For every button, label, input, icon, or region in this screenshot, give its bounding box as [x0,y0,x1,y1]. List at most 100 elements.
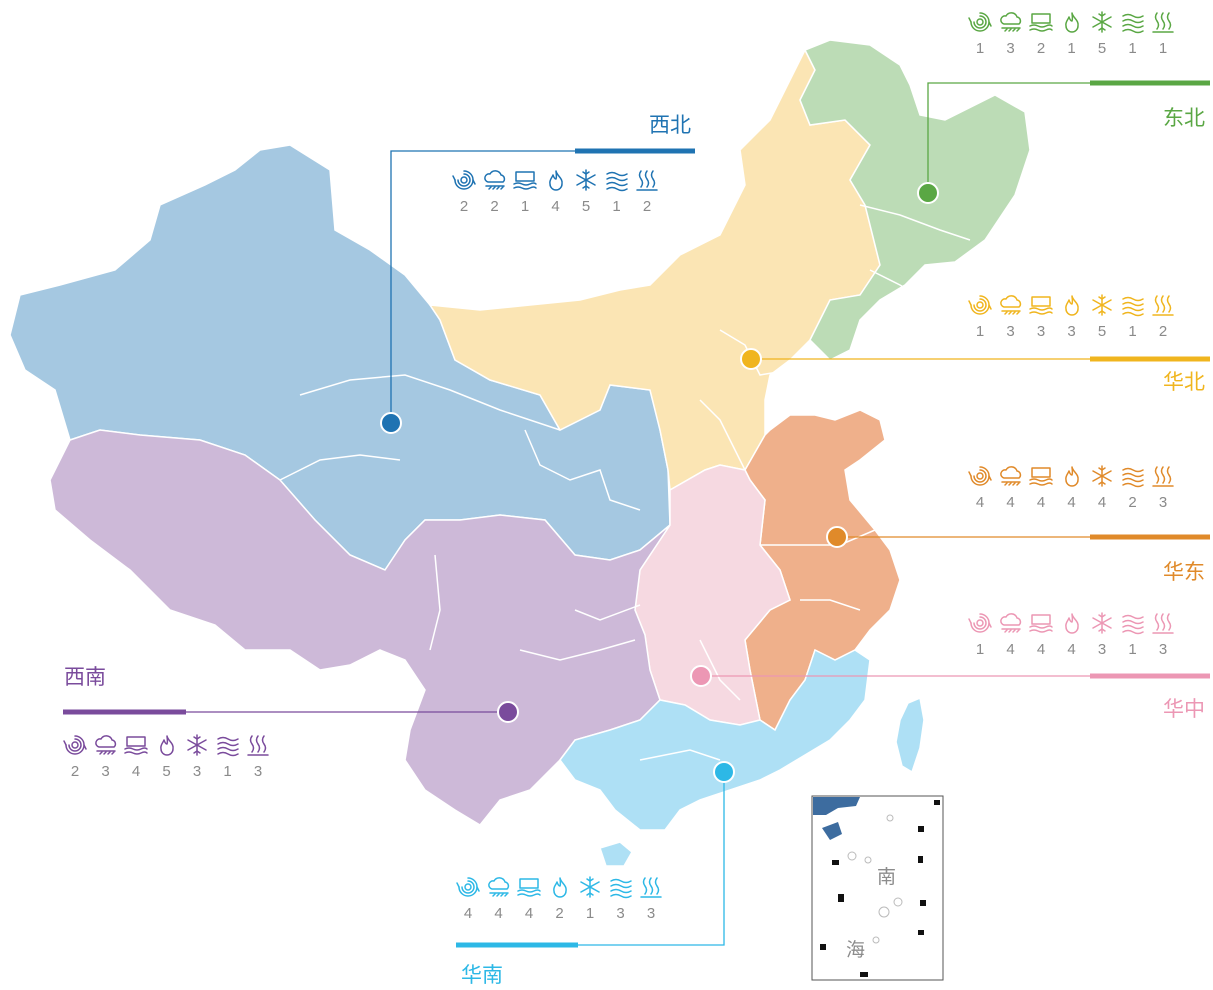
heat-icon [640,877,662,898]
hazard-cell: 1 [602,168,632,230]
hazard-score: 5 [1097,40,1107,57]
marker-huadong [826,526,848,548]
hazard-cell: 1 [213,733,243,795]
flood-icon [1029,467,1053,486]
marker-huabei [740,348,762,370]
wildfire-icon [1064,613,1079,634]
hazard-cell: 1 [965,10,995,72]
hazard-score: 1 [1128,641,1137,658]
hazard-cell: 3 [636,875,666,937]
hazard-cell: 3 [243,733,273,795]
rainstorm-icon [483,170,505,190]
wind-icon [605,171,628,192]
hazard-score: 3 [1158,641,1168,658]
hazard-score: 4 [494,905,503,922]
hazard-score: 4 [1036,494,1046,511]
hazard-score: 1 [1158,40,1168,57]
marker-xinan [497,701,519,723]
hazard-score: 2 [1128,494,1137,511]
wind-icon [609,878,632,899]
hazard-score: 2 [555,905,564,922]
heat-icon [1152,613,1174,634]
hazard-score: 5 [581,198,591,215]
hazard-cell: 3 [1148,611,1178,673]
hazard-cell: 4 [484,875,514,937]
hazard-score: 3 [646,905,656,922]
snow-icon [1092,612,1112,634]
snow-icon [1092,11,1112,33]
hazard-cell: 3 [1087,611,1117,673]
hazard-score: 1 [975,40,985,57]
hazard-score: 4 [131,763,141,780]
wildfire-icon [552,877,567,898]
province-boundaries [279,204,971,761]
region-title: 西南 [64,665,106,689]
hazard-cell: 3 [1148,464,1178,526]
hazard-cell: 5 [571,168,601,230]
hazard-score: 2 [70,763,80,780]
rainstorm-icon [94,735,116,755]
inset-sea-label-sea: 海 [846,939,866,961]
hazard-score: 1 [1067,40,1076,57]
flood-icon [1029,296,1053,315]
hazard-cell: 2 [480,168,510,230]
hazard-score: 4 [1067,494,1076,511]
flood-icon [124,736,148,755]
typhoon-icon [968,12,992,32]
typhoon-icon [456,877,480,897]
hazard-cell: 1 [1057,10,1087,72]
hazard-cell: 1 [510,168,540,230]
rainstorm-icon [999,295,1021,315]
region-title: 东北 [1163,106,1205,130]
hazard-score: 3 [1006,40,1015,57]
flood-icon [1029,614,1053,633]
wildfire-icon [1064,295,1079,316]
heat-icon [1152,12,1174,33]
hazard-cell: 3 [1026,293,1056,355]
hazard-cell: 4 [996,611,1026,673]
hazard-score: 3 [192,763,202,780]
hazard-score: 1 [612,198,621,215]
wind-icon [1121,13,1144,34]
south-china-sea-inset [811,795,944,981]
typhoon-icon [63,735,87,755]
hazard-cell: 1 [965,293,995,355]
hazard-score: 3 [101,763,110,780]
heat-icon [636,170,658,191]
hazard-cell: 5 [1087,293,1117,355]
typhoon-icon [968,295,992,315]
typhoon-icon [968,613,992,633]
rainstorm-icon [999,466,1021,486]
hazard-cell: 2 [1118,464,1148,526]
snow-icon [187,734,207,756]
hazard-cell: 2 [1148,293,1178,355]
hazard-cell: 4 [1026,464,1056,526]
hazard-score: 1 [975,641,985,658]
hazard-cell: 3 [1057,293,1087,355]
marker-huazhong [690,665,712,687]
inset-sea-label-south: 南 [877,866,897,888]
hazard-cell: 2 [60,733,90,795]
hazard-score: 4 [551,198,560,215]
marker-huanan [713,761,735,783]
hazard-score: 3 [1067,323,1076,340]
region-huanan[interactable] [559,648,871,831]
hazard-score: 1 [1128,40,1137,57]
region-markers[interactable] [380,182,939,783]
hazard-cell: 2 [449,168,479,230]
hazard-score: 3 [1097,641,1107,658]
typhoon-icon [452,170,476,190]
hazard-cell: 2 [545,875,575,937]
heat-icon [247,735,269,756]
region-dongbei[interactable] [799,39,1031,361]
region-title: 华南 [461,963,503,987]
hazard-cell: 4 [965,464,995,526]
hazard-cell: 4 [1087,464,1117,526]
wind-icon [216,736,239,757]
hazard-cell: 4 [541,168,571,230]
hazard-cell: 4 [453,875,483,937]
accent-bars [63,80,1210,948]
rainstorm-icon [999,613,1021,633]
snow-icon [580,876,600,898]
